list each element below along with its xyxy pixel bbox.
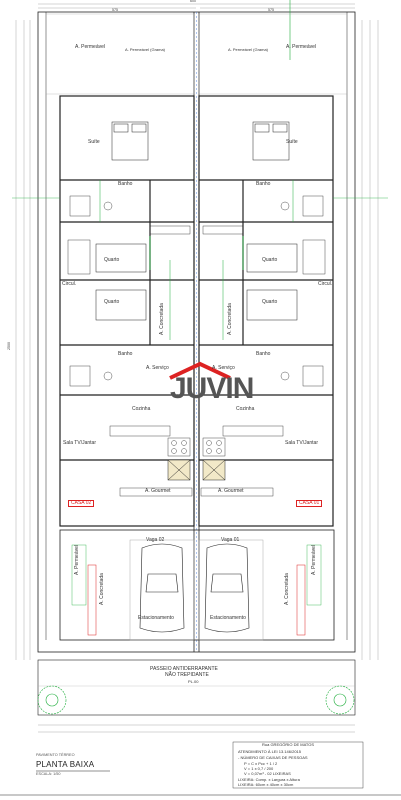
note-line-2: - NÚMERO DE CAIXAS DE PESSOAS bbox=[238, 755, 308, 760]
label-banho-left: Banho bbox=[118, 181, 133, 187]
title-scale: ESCALA: 1/50 bbox=[36, 772, 61, 776]
sidewalk bbox=[37, 659, 356, 716]
label-vaga-right: Vaga 01 bbox=[221, 537, 240, 543]
label-circul-right: Circul. bbox=[318, 281, 333, 287]
label-rua: Rua GREGÓRIO DE MATOS bbox=[262, 742, 315, 747]
label-casa-left: CASA 02 bbox=[68, 500, 95, 507]
label-quarto-2-right: Quarto bbox=[262, 299, 278, 305]
label-sala-right: Sala TV/Jantar bbox=[285, 440, 318, 446]
kitchen-stove bbox=[167, 437, 226, 457]
label-concretada-right: A. Concretada bbox=[227, 303, 233, 335]
label-passeio-1: PASSEIO ANTIDERRAPANTE bbox=[150, 666, 218, 672]
label-area-permeavel-grama-left: A. Permeável (Grama) bbox=[125, 47, 166, 52]
trees bbox=[37, 685, 355, 715]
label-permeavel-front-left: A. Permeável bbox=[74, 544, 80, 575]
label-quarto-1-left: Quarto bbox=[104, 257, 120, 263]
bathroom-fixtures bbox=[69, 195, 324, 387]
label-circul-left: Circul. bbox=[62, 281, 77, 287]
label-casa-right: CASA 01 bbox=[296, 500, 323, 507]
gourmet-grill bbox=[167, 459, 226, 481]
label-quarto-1-right: Quarto bbox=[262, 257, 278, 263]
beds bbox=[95, 121, 298, 321]
note-line-6: LIXEIRA: Comp. x Largura x Altura bbox=[238, 777, 300, 782]
label-estac-left: Estacionamento bbox=[138, 615, 174, 621]
label-banho2-right: Banho bbox=[256, 351, 271, 357]
label-cozinha-right: Cozinha bbox=[236, 406, 255, 412]
dim-575-right: 575 bbox=[268, 8, 274, 12]
cars bbox=[139, 543, 250, 633]
house-roof-icon bbox=[169, 361, 231, 380]
label-area-permeavel-grama-right: A. Permeável (Grama) bbox=[228, 47, 269, 52]
watermark-logo bbox=[160, 360, 240, 410]
label-banho-right: Banho bbox=[256, 181, 271, 187]
dim-2500: 2500 bbox=[7, 342, 11, 350]
note-line-7: LIXEIRA: 60cm x 40cm x 30cm bbox=[238, 782, 294, 787]
label-concretada-front-right: A. Concretada bbox=[284, 573, 290, 605]
label-quarto-2-left: Quarto bbox=[104, 299, 120, 305]
label-vaga-left: Vaga 02 bbox=[146, 537, 165, 543]
label-sala-left: Sala TV/Jantar bbox=[63, 440, 96, 446]
label-area-permeavel-2: A. Permeável bbox=[286, 44, 317, 50]
note-line-5: V = 0,07m³ - 02 LIXEIRAS bbox=[244, 771, 291, 776]
label-concretada-front-left: A. Concretada bbox=[99, 573, 105, 605]
label-concretada-left: A. Concretada bbox=[159, 303, 165, 335]
label-cozinha-left: Cozinha bbox=[132, 406, 151, 412]
label-servico-right: A. Serviço bbox=[212, 365, 235, 371]
label-servico-left: A. Serviço bbox=[146, 365, 169, 371]
dim-600: 600 bbox=[190, 0, 196, 3]
label-passeio-3: PL.00 bbox=[188, 679, 199, 684]
label-area-permeavel-1: A. Permeável bbox=[75, 44, 106, 50]
dim-575-left: 575 bbox=[112, 8, 118, 12]
page-title: PLANTA BAIXA bbox=[36, 760, 95, 769]
note-line-4: V = 1 x 0,7 / 200 bbox=[244, 766, 274, 771]
title-subtitle: PAVIMENTO TÉRREO bbox=[36, 753, 75, 757]
label-suite-left: Suíte bbox=[88, 139, 100, 145]
label-estac-right: Estacionamento bbox=[210, 615, 246, 621]
label-permeavel-front-right: A. Permeável bbox=[311, 544, 317, 575]
label-passeio-2: NÃO TREPIDANTE bbox=[165, 672, 209, 678]
label-gourmet-right: A. Gourmet bbox=[218, 488, 244, 494]
note-line-1: ATENDIMENTO À LEI 13.146/2015 bbox=[238, 749, 301, 754]
label-gourmet-left: A. Gourmet bbox=[145, 488, 171, 494]
label-banho2-left: Banho bbox=[118, 351, 133, 357]
label-suite-right: Suíte bbox=[286, 139, 298, 145]
logo-text: JUVIN bbox=[170, 372, 254, 405]
note-line-3: P = C x Pcc + 1 / 2 bbox=[244, 761, 278, 766]
